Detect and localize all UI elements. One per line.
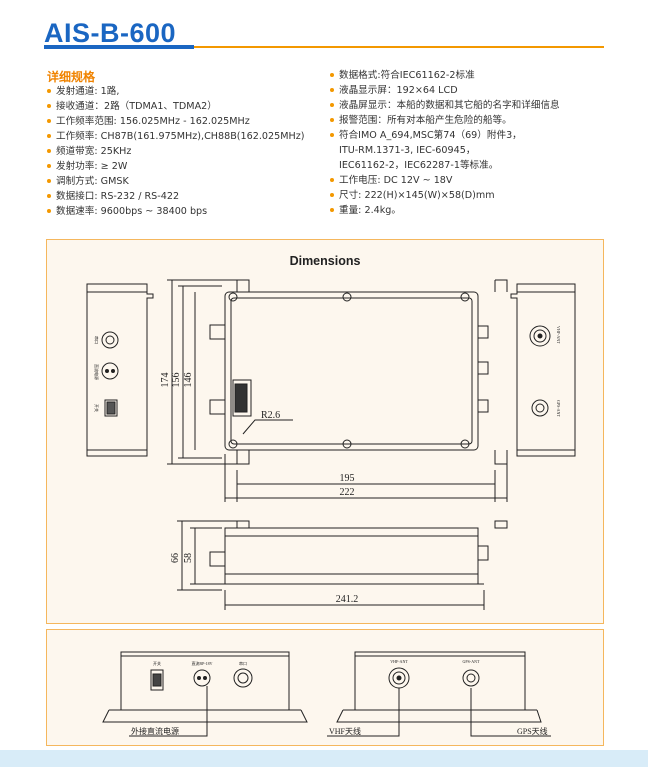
spec-item: 液晶屏显示：本船的数据和其它船的名字和详细信息 xyxy=(330,98,560,113)
callout-vhf: VHF天线 xyxy=(329,726,361,736)
spec-item: 工作频率: CH87B(161.975MHz),CH88B(162.025MHz… xyxy=(47,129,304,144)
power-label: 直流BP-18V xyxy=(191,660,212,666)
dim-174: 174 xyxy=(160,373,171,388)
spec-item: 发射通道: 1路, xyxy=(47,84,304,99)
left-label-serial: 串口 xyxy=(94,336,100,344)
spec-item: 调制方式: GMSK xyxy=(47,174,304,189)
spec-item: 接收通道：2路（TDMA1、TDMA2） xyxy=(47,99,304,114)
dim-195: 195 xyxy=(340,473,355,484)
dim-146: 146 xyxy=(183,373,194,388)
callout-gps: GPS天线 xyxy=(517,726,548,736)
spec-list-right: 数据格式:符合IEC61162-2标准 液晶显示屏：192×64 LCD 液晶屏… xyxy=(330,68,560,218)
spec-item: 报警范围：所有对本船产生危险的船等。 xyxy=(330,113,560,128)
spec-item: 数据接口: RS-232 / RS-422 xyxy=(47,189,304,204)
spec-list-left: 发射通道: 1路, 接收通道：2路（TDMA1、TDMA2） 工作频率范围: 1… xyxy=(47,84,304,219)
dim-156: 156 xyxy=(171,373,182,388)
dimensions-title: Dimensions xyxy=(289,254,361,268)
spec-item: 工作电压: DC 12V ~ 18V xyxy=(330,173,560,188)
spec-item: 符合IMO A_694,MSC第74（69）附件3， xyxy=(330,128,560,143)
title-accent-bar xyxy=(44,45,194,49)
spec-item: 工作频率范围: 156.025MHz - 162.025MHz xyxy=(47,114,304,129)
spec-item: 液晶显示屏：192×64 LCD xyxy=(330,83,560,98)
right-label-gps: GPS-ANT xyxy=(556,400,561,417)
right-unit-face xyxy=(327,651,551,737)
title-underline xyxy=(44,46,604,48)
spec-item: 数据速率: 9600bps ~ 38400 bps xyxy=(47,204,304,219)
dim-222: 222 xyxy=(340,487,355,498)
right-label-vhf: VHF-ANT xyxy=(556,326,561,344)
spec-item-continued: ITU-RM.1371-3, IEC-60945， xyxy=(339,145,476,156)
dim-radius: R2.6 xyxy=(261,410,280,421)
side-view xyxy=(177,520,508,610)
dimensions-drawing: 174 156 146 R2.6 195 222 66 58 241.2 串口 … xyxy=(86,279,576,610)
spec-item: 尺寸: 222(H)×145(W)×58(D)mm xyxy=(330,188,560,203)
left-unit-face xyxy=(102,651,308,737)
spec-item: 重量: 2.4kg。 xyxy=(330,203,560,218)
top-view xyxy=(167,279,508,502)
footer-strip xyxy=(0,750,648,767)
dim-58: 58 xyxy=(183,553,194,563)
switch-label: 开关 xyxy=(153,660,161,666)
spec-item: 频道带宽: 25KHz xyxy=(47,144,304,159)
dim-241: 241.2 xyxy=(336,594,359,605)
left-label-switch: 开关 xyxy=(94,404,100,412)
model-title: AIS-B-600 xyxy=(44,18,177,48)
spec-item-continued: IEC61162-2，IEC62287-1等标准。 xyxy=(339,160,499,171)
dim-66: 66 xyxy=(170,553,181,563)
dimensions-panel: Dimensions xyxy=(46,239,604,624)
callout-power: 外接直流电源 xyxy=(131,726,179,736)
connector-drawing: 开关 直流BP-18V 串口 VHF-ANT GPS-ANT 外接直流电源 VH… xyxy=(102,651,551,737)
left-label-power: 直流电源 xyxy=(94,364,100,380)
spec-item: 数据格式:符合IEC61162-2标准 xyxy=(330,68,560,83)
gps-label: GPS-ANT xyxy=(463,659,480,664)
serial-label: 串口 xyxy=(239,660,247,666)
connector-panel: 开关 直流BP-18V 串口 VHF-ANT GPS-ANT 外接直流电源 VH… xyxy=(46,629,604,746)
spec-item: 发射功率: ≥ 2W xyxy=(47,159,304,174)
spec-heading: 详细规格 xyxy=(47,70,96,84)
vhf-label: VHF-ANT xyxy=(390,659,408,664)
left-end-view xyxy=(86,283,154,457)
right-end-view xyxy=(510,283,576,457)
